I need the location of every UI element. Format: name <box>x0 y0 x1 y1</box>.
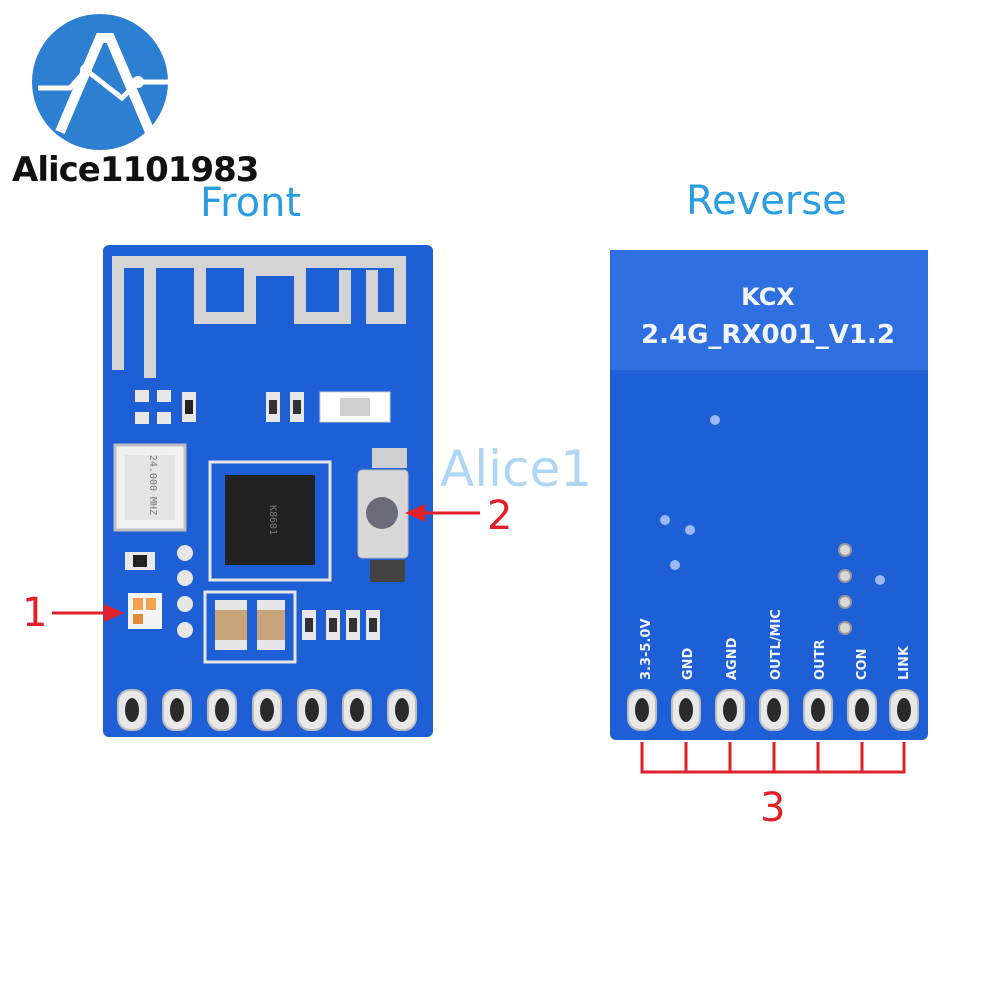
tactile-button <box>357 448 409 582</box>
board-name-line1: KCX <box>741 283 795 311</box>
brand-name: Alice1101983 <box>12 150 259 190</box>
front-board: 24.000 MHZ K8601 <box>103 245 433 737</box>
reverse-board: KCX 2.4G_RX001_V1.2 3.3-5.0V GND AGND OU… <box>610 250 928 740</box>
pin-label-link: LINK <box>897 645 912 680</box>
antenna-trace <box>112 256 406 378</box>
pin-label-power: 3.3-5.0V <box>639 618 654 680</box>
callout-number-pins: 3 <box>760 785 786 831</box>
circle-a-logo-icon <box>32 14 170 150</box>
reverse-title: Reverse <box>686 178 847 224</box>
main-chip: K8601 <box>208 460 332 582</box>
callout-arrow-led <box>52 604 124 622</box>
callout-bracket-pins <box>640 742 906 774</box>
crystal-label: 24.000 MHZ <box>147 455 158 515</box>
chip-label: K8601 <box>267 505 278 535</box>
watermark: Alice1 <box>440 440 593 498</box>
led-indicator <box>128 593 162 629</box>
front-title: Front <box>200 180 302 226</box>
pin-label-agnd: AGND <box>725 637 740 680</box>
callout-number-led: 1 <box>22 590 48 636</box>
pin-label-outl-mic: OUTL/MIC <box>769 609 784 680</box>
callout-arrow-button <box>405 504 480 522</box>
callout-number-button: 2 <box>487 493 513 539</box>
pin-label-gnd: GND <box>681 647 696 680</box>
crystal-oscillator: 24.000 MHZ <box>113 443 187 532</box>
pin-label-con: CON <box>855 649 870 680</box>
board-name-line2: 2.4G_RX001_V1.2 <box>641 320 895 350</box>
pin-label-outr: OUTR <box>813 640 828 681</box>
